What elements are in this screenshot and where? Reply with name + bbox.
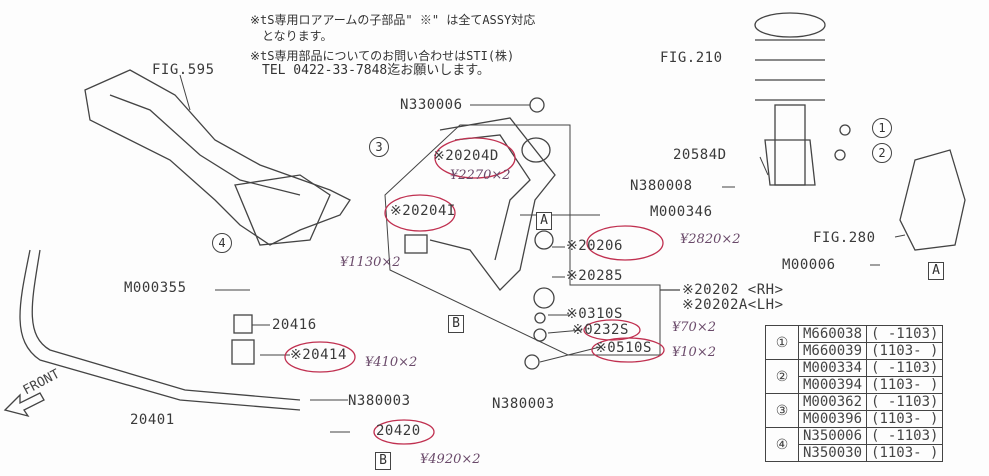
- handwritten-price-20206: ¥2820×2: [680, 232, 741, 247]
- callout-1: 1: [872, 118, 892, 138]
- parts-table-date-range: ( -1103): [866, 325, 944, 343]
- parts-table-date-range: (1103- ): [866, 342, 944, 360]
- label-20204d: ※20204D: [433, 148, 499, 164]
- handwritten-highlight-circles: [284, 137, 665, 445]
- label-fig595[interactable]: FIG.595: [152, 62, 215, 78]
- parts-table-date-range: (1103- ): [866, 376, 944, 394]
- label-m000355: M000355: [124, 280, 187, 296]
- marker-b-arm: B: [448, 315, 464, 333]
- label-20206: ※20206: [566, 238, 623, 254]
- knuckle-drawing: [899, 149, 966, 251]
- handwritten-price-20420: ¥4920×2: [420, 452, 481, 467]
- callout-2: 2: [872, 143, 892, 163]
- parts-table-part-number: M660038: [797, 325, 868, 343]
- parts-table-part-number: M000396: [797, 410, 868, 428]
- note-line-3: ※tS専用部品についてのお問い合わせはSTI(株): [250, 49, 515, 63]
- label-20416: 20416: [272, 317, 317, 333]
- parts-table-part-number: M000334: [797, 359, 868, 377]
- crossmember-drawing: [84, 69, 351, 246]
- label-20584d: 20584D: [673, 147, 727, 163]
- parts-table-ref: ①: [765, 325, 799, 360]
- marker-a-knuckle: A: [928, 262, 944, 280]
- label-n380003-arm: N380003: [492, 396, 555, 412]
- parts-table-date-range: (1103- ): [866, 444, 944, 462]
- parts-table-part-number: M000394: [797, 376, 868, 394]
- handwritten-price-20204i: ¥1130×2: [340, 255, 401, 270]
- label-n330006: N330006: [400, 97, 463, 113]
- label-20202: ※20202 <RH>: [682, 282, 784, 298]
- handwritten-price-0232s: ¥70×2: [672, 320, 716, 335]
- parts-table-ref: ③: [765, 393, 799, 428]
- note-line-1: ※tS専用ロアアームの子部品" ※" は全てASSY対応: [250, 13, 536, 27]
- parts-table-ref: ②: [765, 359, 799, 394]
- handwritten-price-20204d: ¥2270×2: [450, 168, 511, 183]
- label-0310s: ※0310S: [566, 306, 623, 322]
- handwritten-price-0510s: ¥10×2: [672, 345, 716, 360]
- label-fig210[interactable]: FIG.210: [660, 50, 723, 66]
- strut-drawing: [754, 12, 851, 186]
- parts-table-date-range: ( -1103): [866, 359, 944, 377]
- handwritten-price-20414: ¥410×2: [365, 355, 418, 370]
- callout-4: 4: [212, 233, 232, 253]
- parts-table-date-range: ( -1103): [866, 427, 944, 445]
- label-20202a: ※20202A<LH>: [682, 297, 784, 313]
- parts-table-part-number: M660039: [797, 342, 868, 360]
- label-m00006: M00006: [782, 257, 836, 273]
- parts-table-row: M660039(1103- ): [766, 342, 944, 360]
- label-20285: ※20285: [566, 268, 623, 284]
- label-n380008: N380008: [630, 178, 693, 194]
- label-m000346: M000346: [650, 204, 713, 220]
- parts-table-date-range: (1103- ): [866, 410, 944, 428]
- label-20414: ※20414: [290, 347, 347, 363]
- label-20420: 20420: [376, 423, 421, 439]
- parts-table-part-number: N350006: [797, 427, 868, 445]
- parts-table-row: M000396(1103- ): [766, 410, 944, 428]
- parts-table-date-range: ( -1103): [866, 393, 944, 411]
- note-line-4: TEL 0422-33-7848迄お願いします。: [262, 63, 490, 78]
- front-arrow-icon: [3, 392, 45, 418]
- parts-table-row: M000394(1103- ): [766, 376, 944, 394]
- parts-table-part-number: M000362: [797, 393, 868, 411]
- callout-3: 3: [369, 137, 389, 157]
- parts-table-row: N350030(1103- ): [766, 444, 944, 462]
- stabilizer-bar-drawing: [19, 249, 301, 411]
- label-fig280[interactable]: FIG.280: [813, 230, 876, 246]
- marker-b-link: B: [375, 452, 391, 470]
- parts-table-part-number: N350030: [797, 444, 868, 462]
- marker-a-arm: A: [536, 212, 552, 230]
- lower-arm-drawing: [404, 97, 556, 370]
- note-line-2: となります。: [262, 29, 333, 43]
- label-n380003-stab: N380003: [348, 393, 411, 409]
- label-0232s: ※0232S: [572, 322, 629, 338]
- label-0510s: ※0510S: [595, 340, 652, 356]
- label-20401: 20401: [130, 412, 175, 428]
- label-20204i: ※20204I: [390, 203, 456, 219]
- parts-table-ref: ④: [765, 427, 799, 462]
